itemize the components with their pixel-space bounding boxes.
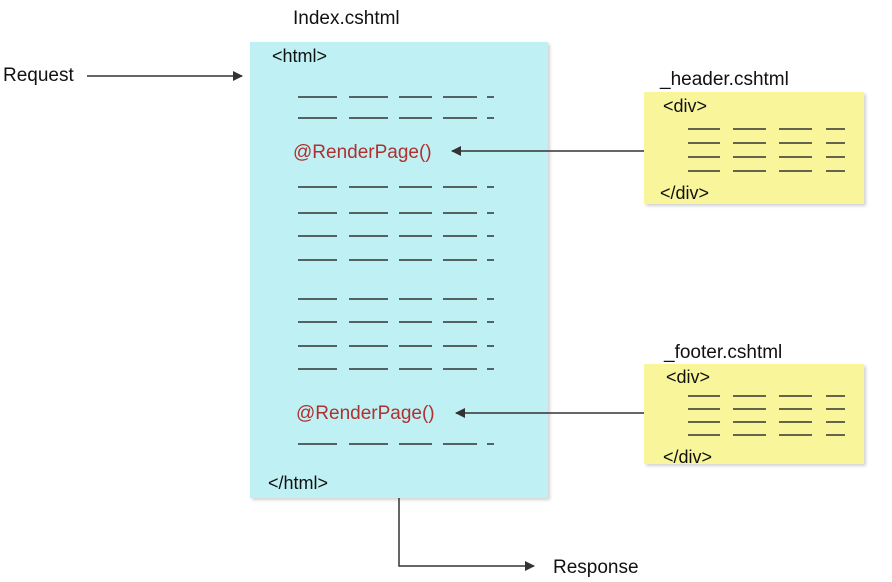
header-box: [644, 92, 864, 204]
index-filename: Index.cshtml: [293, 8, 400, 29]
response-label: Response: [553, 557, 639, 578]
index-open-tag: <html>: [272, 46, 328, 66]
footer-box: [644, 364, 864, 464]
header-filename: _header.cshtml: [660, 69, 789, 90]
footer-close-tag: </div>: [663, 447, 713, 467]
header-open-tag: <div>: [663, 96, 708, 116]
index-box: [250, 42, 548, 498]
index-render-call-footer: @RenderPage(): [296, 403, 435, 424]
header-close-tag: </div>: [660, 183, 710, 203]
response-arrow: [398, 498, 535, 571]
footer-filename: _footer.cshtml: [664, 342, 783, 363]
index-render-call-header: @RenderPage(): [293, 142, 432, 163]
footer-open-tag: <div>: [666, 367, 711, 387]
request-label: Request: [3, 65, 74, 86]
index-close-tag: </html>: [268, 473, 329, 493]
